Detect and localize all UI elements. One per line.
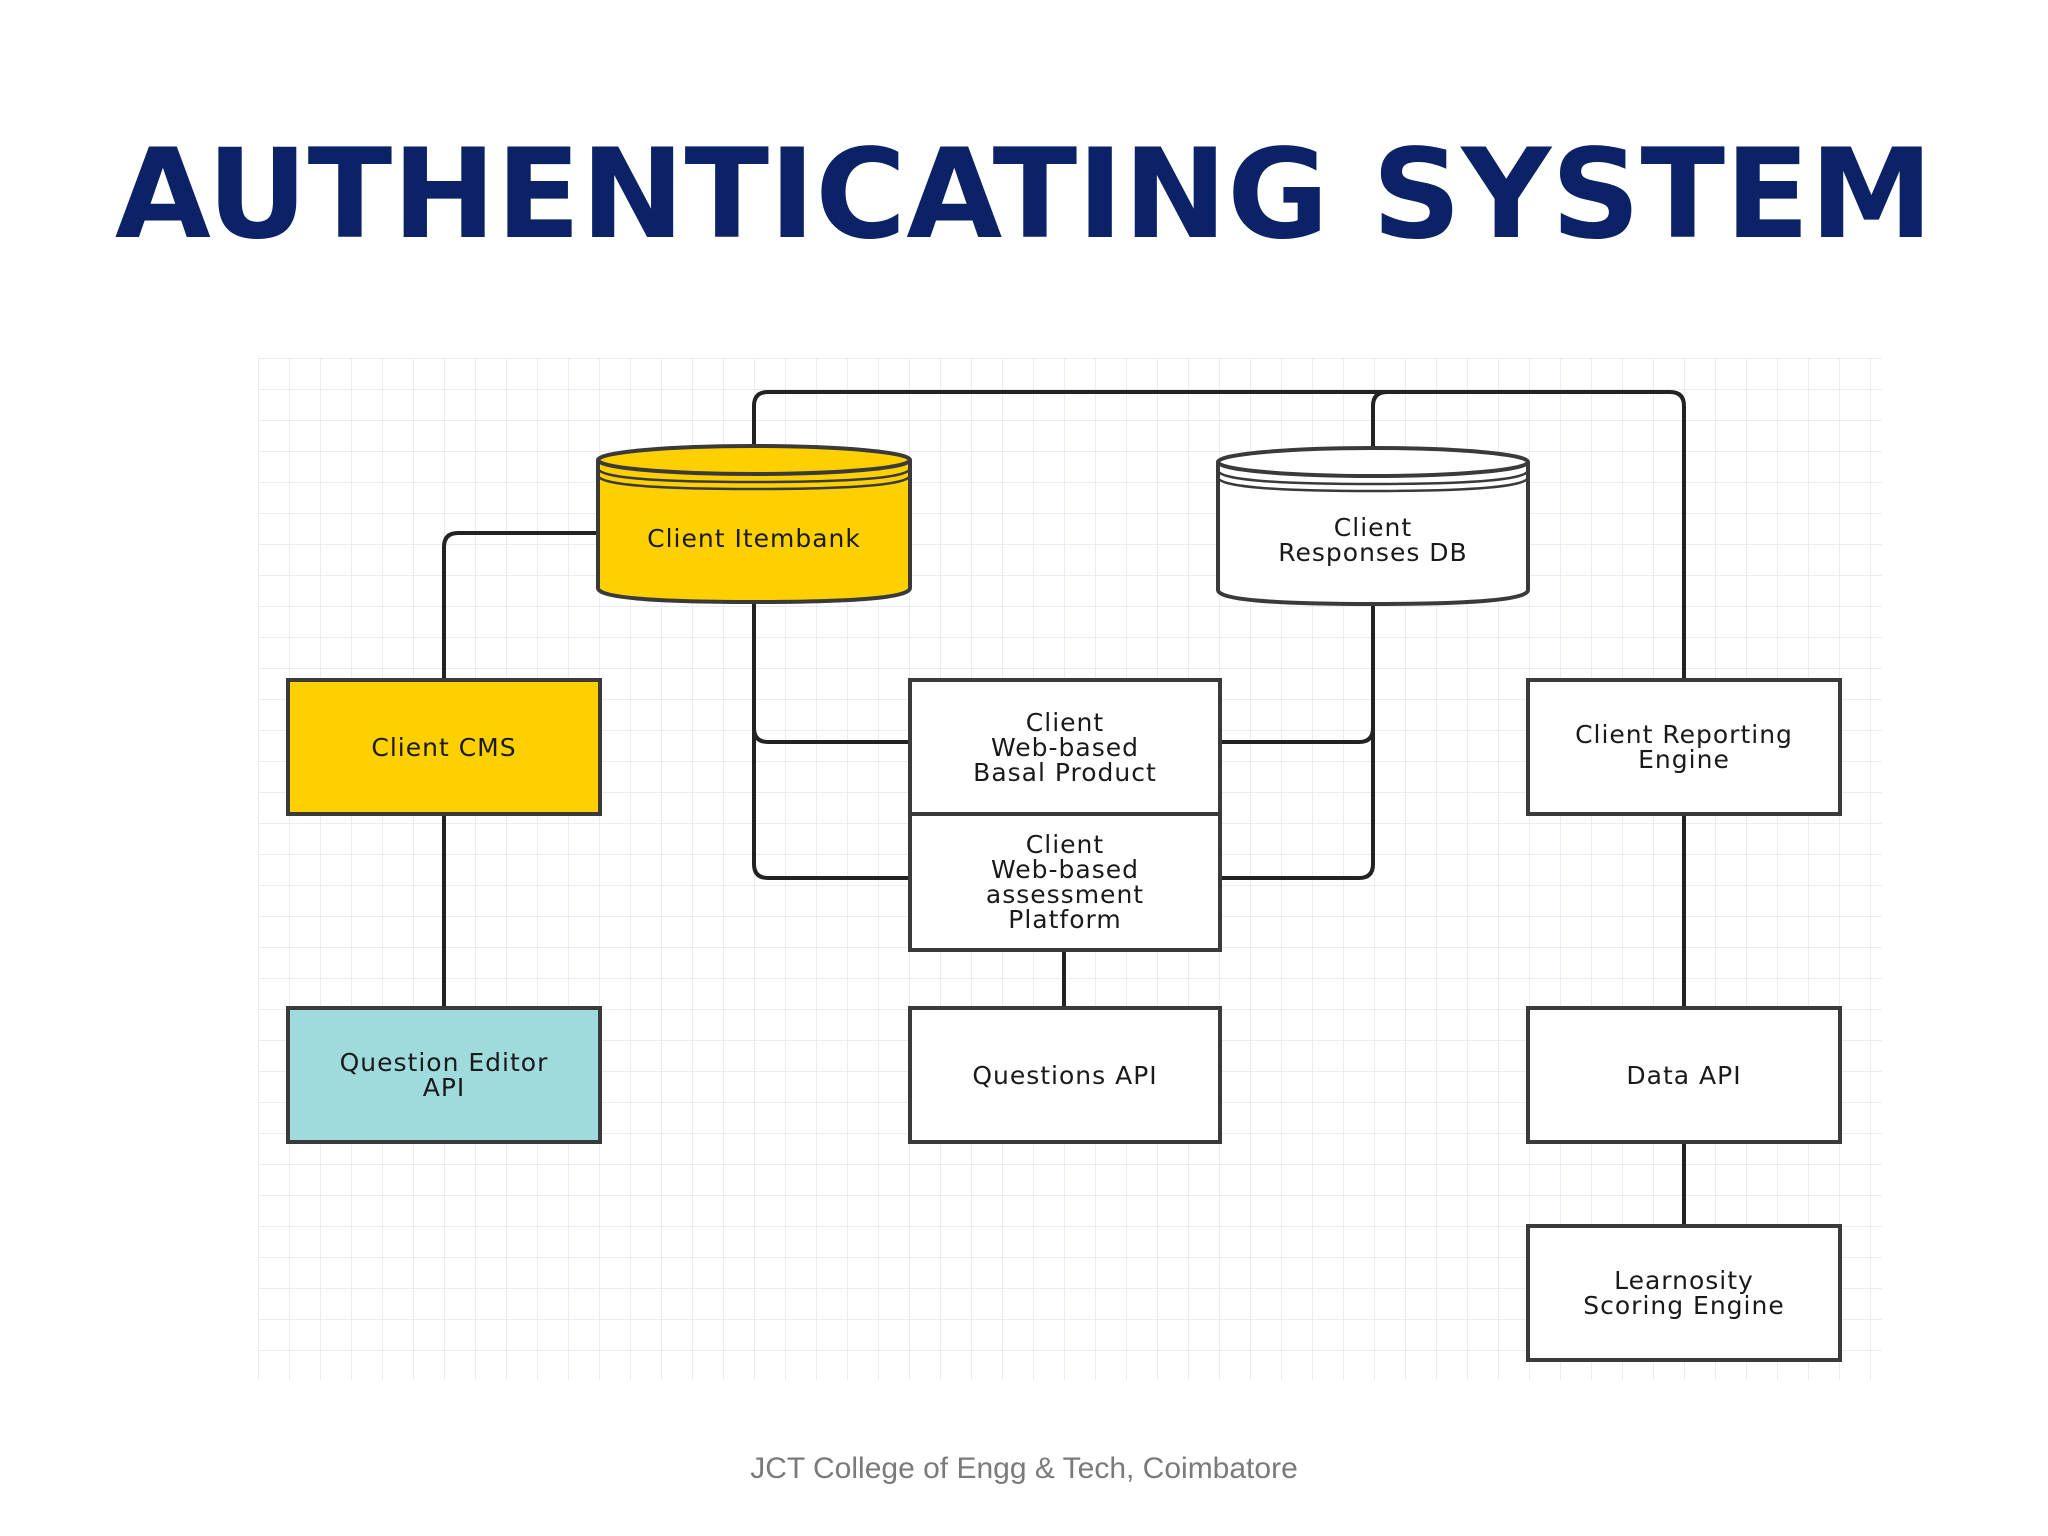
node-client-itembank: Client Itembank — [647, 523, 861, 553]
connector-itembank-reporting — [752, 390, 1686, 678]
connector-responsesdb-assessment — [1220, 728, 1375, 880]
connector-itembank-cms — [442, 531, 598, 678]
slide-footer: JCT College of Engg & Tech, Coimbatore — [750, 1452, 1298, 1485]
node-client-cms: Client CMS — [286, 678, 602, 816]
architecture-diagram: Client Itembank Client Responses DB Clie… — [258, 358, 1882, 1380]
node-data-api: Data API — [1526, 1006, 1842, 1144]
responsesdb-cylinder — [1216, 446, 1530, 607]
node-client-responses-db: Client Responses DB — [1278, 513, 1468, 567]
diagram-canvas — [258, 358, 1882, 1380]
node-scoring-engine: Learnosity Scoring Engine — [1526, 1224, 1842, 1362]
node-reporting-engine: Client Reporting Engine — [1526, 678, 1842, 816]
node-question-editor-api: Question Editor API — [286, 1006, 602, 1144]
connectors — [442, 390, 1686, 1224]
node-assessment-platform: Client Web-based assessment Platform — [908, 812, 1222, 952]
node-basal-product: Client Web-based Basal Product — [908, 678, 1222, 816]
node-questions-api: Questions API — [908, 1006, 1222, 1144]
slide-title: AUTHENTICATING SYSTEM — [114, 123, 1934, 267]
itembank-cylinder — [596, 444, 912, 605]
connector-responsesdb-bus — [1371, 390, 1458, 462]
connector-itembank-assessment — [752, 728, 908, 880]
